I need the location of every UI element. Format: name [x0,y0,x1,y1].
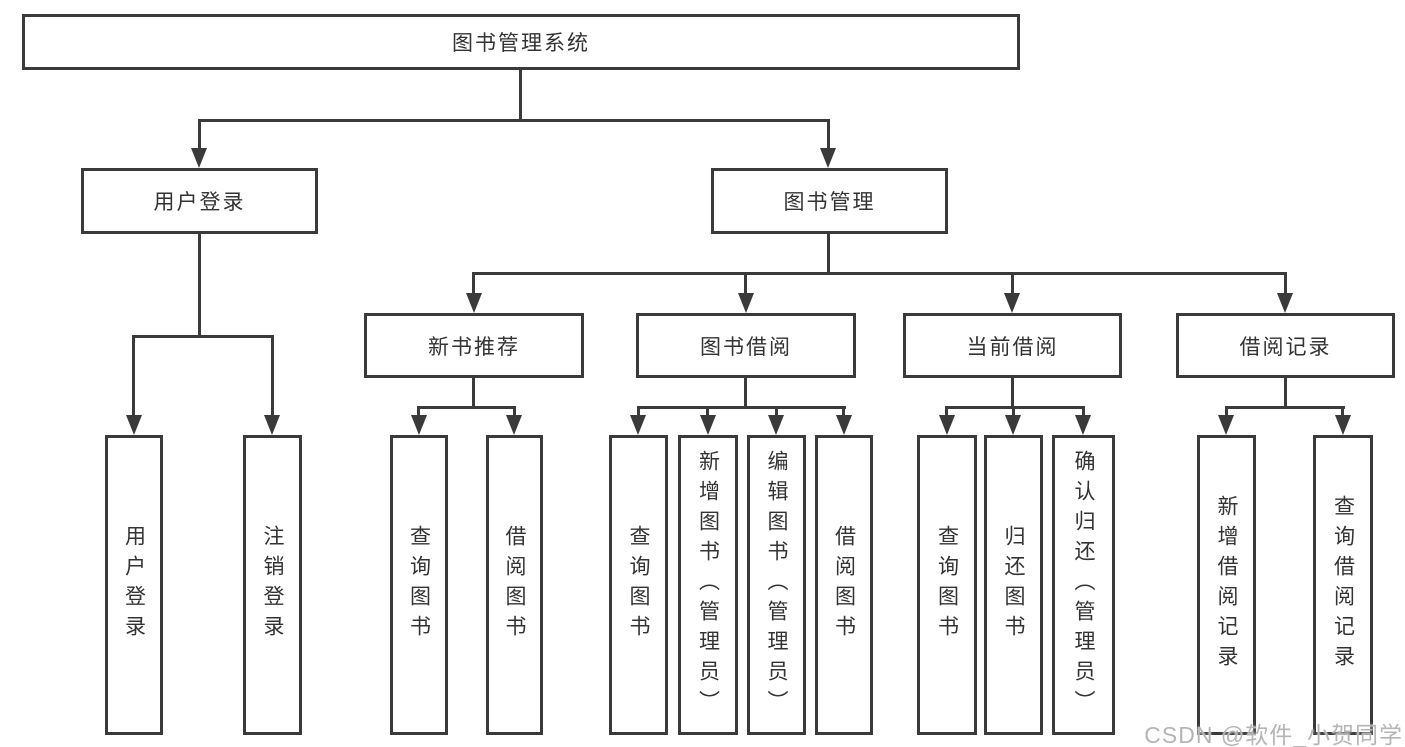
node-borrowing-records: 借阅记录 [1176,313,1395,378]
connector-vline [842,409,845,415]
arrow-down-icon [1277,293,1293,313]
arrow-down-icon [1004,293,1020,313]
connector-vline [1012,409,1015,415]
connector-vline [1284,378,1287,409]
arrow-down-icon [738,293,754,313]
connector-vline [1341,409,1344,415]
arrow-down-icon [1335,415,1351,435]
leaf-borrow-books-2: 借阅图书 [815,435,873,735]
leaf-user-login: 用户登录 [105,435,163,735]
arrow-down-icon [506,415,522,435]
node-new-book-recommend: 新书推荐 [364,313,584,378]
leaf-edit-book-admin: 编辑图书（管理员） [747,435,806,735]
connector-hline [417,406,516,409]
arrow-down-icon [1005,415,1021,435]
node-book-management: 图书管理 [711,168,948,234]
connector-vline [132,338,135,415]
connector-vline [417,409,420,415]
connector-vline [706,409,709,415]
connector-hline [132,335,274,338]
arrow-down-icon [836,415,852,435]
connector-vline [198,234,201,338]
connector-hline [198,119,830,122]
leaf-add-borrow-record: 新增借阅记录 [1197,435,1256,735]
connector-vline [637,409,640,415]
connector-vline [513,409,516,415]
connector-vline [1082,409,1085,415]
connector-vline [945,409,948,415]
connector-hline [945,406,1085,409]
connector-vline [744,275,747,293]
connector-vline [198,122,201,150]
arrow-down-icon [700,415,716,435]
connector-vline [744,378,747,409]
watermark: CSDN @软件_小贺同学 [1144,722,1403,747]
arrow-down-icon [191,148,207,168]
connector-vline [827,234,830,275]
arrow-down-icon [630,415,646,435]
connector-vline [1011,378,1014,409]
leaf-query-borrow-record: 查询借阅记录 [1313,435,1373,735]
arrow-down-icon [1218,415,1234,435]
leaf-query-books-3: 查询图书 [917,435,977,735]
arrow-down-icon [264,415,280,435]
leaf-borrow-books-1: 借阅图书 [486,435,543,735]
arrow-down-icon [939,415,955,435]
connector-vline [472,275,475,293]
arrow-down-icon [411,415,427,435]
leaf-return-books: 归还图书 [984,435,1043,735]
node-user-login: 用户登录 [81,168,318,234]
connector-vline [1011,275,1014,293]
connector-vline [519,70,522,122]
node-current-borrowing: 当前借阅 [903,313,1122,378]
arrow-down-icon [768,415,784,435]
connector-hline [1225,406,1345,409]
leaf-query-books-2: 查询图书 [609,435,668,735]
connector-hline [637,406,846,409]
node-root: 图书管理系统 [22,14,1020,70]
leaf-logout: 注销登录 [243,435,302,735]
connector-vline [1284,275,1287,293]
connector-vline [775,409,778,415]
leaf-add-book-admin: 新增图书（管理员） [678,435,738,735]
arrow-down-icon [1075,415,1091,435]
leaf-query-books-1: 查询图书 [390,435,448,735]
node-book-borrowing: 图书借阅 [636,313,856,378]
connector-vline [1225,409,1228,415]
connector-vline [472,378,475,409]
connector-vline [271,338,274,415]
arrow-down-icon [126,415,142,435]
connector-hline [472,272,1287,275]
leaf-confirm-return-admin: 确认归还（管理员） [1052,435,1115,735]
arrow-down-icon [820,148,836,168]
arrow-down-icon [466,293,482,313]
connector-vline [827,122,830,150]
